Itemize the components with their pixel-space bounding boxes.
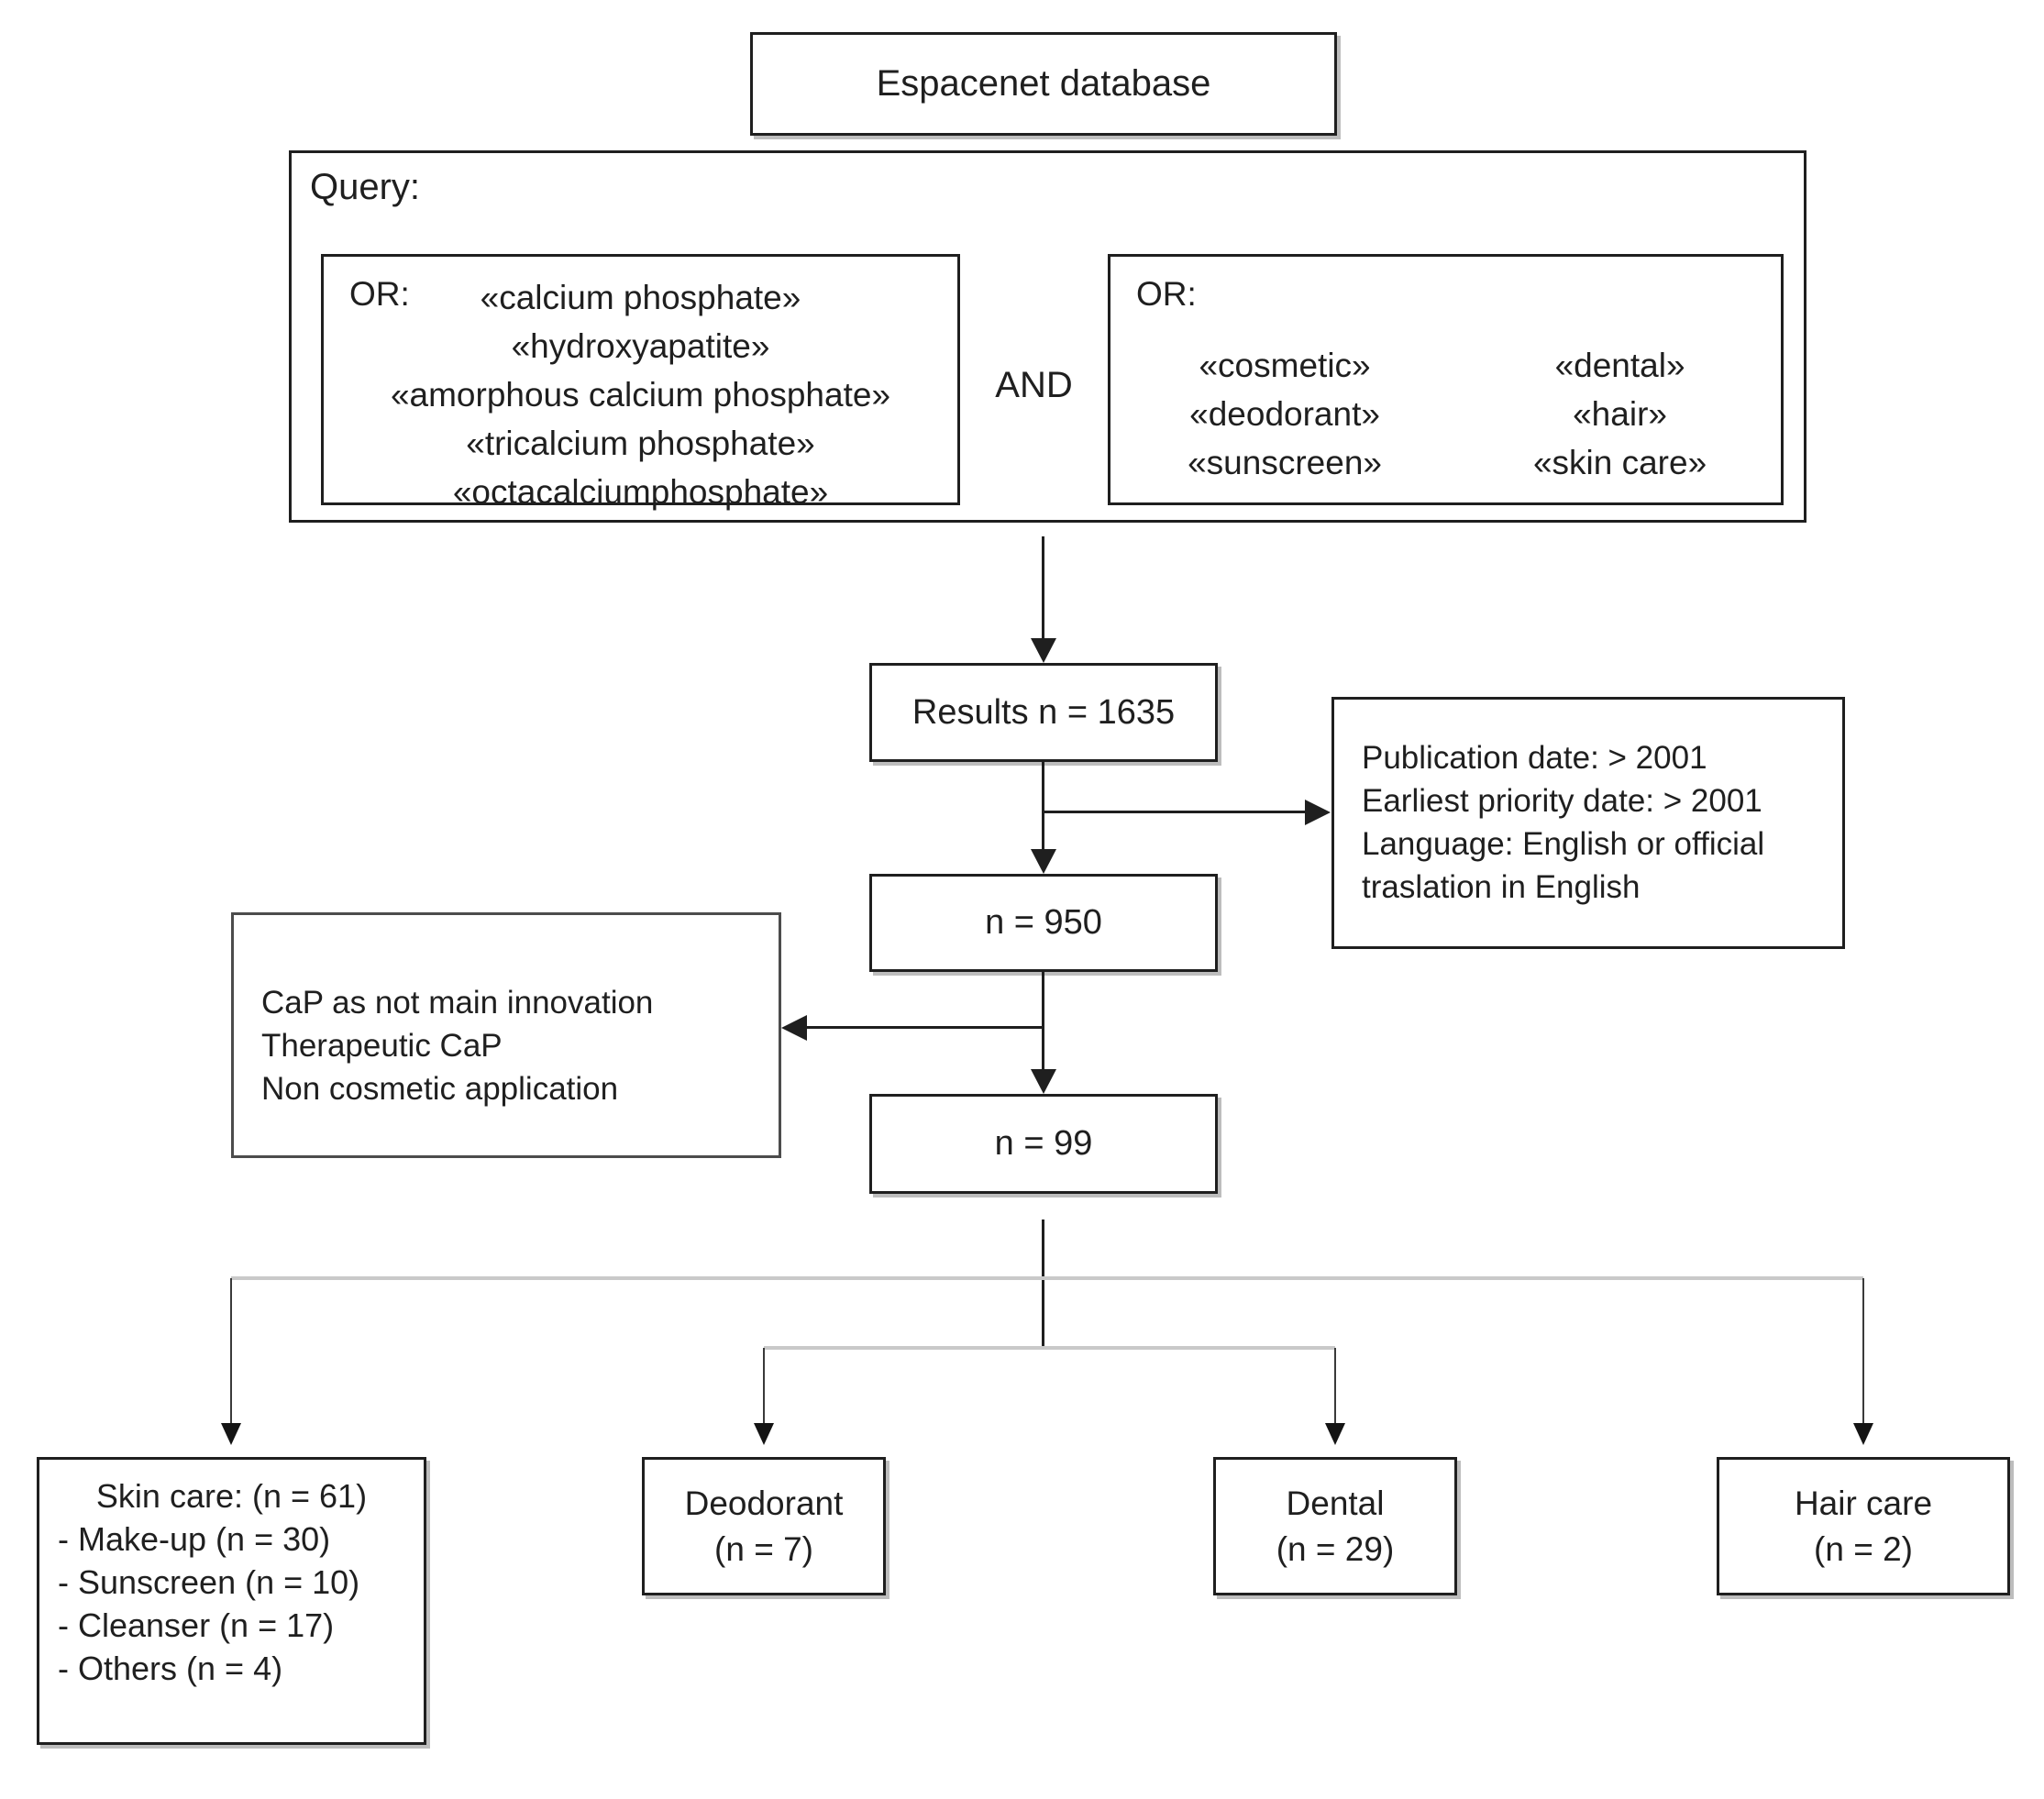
- inclusion-criteria-box: Publication date: > 2001 Earliest priori…: [1331, 697, 1845, 949]
- application-term: «dental»: [1554, 347, 1685, 384]
- dental-label: Dental: [1286, 1484, 1385, 1522]
- arrowhead-skin-care: [221, 1423, 241, 1445]
- skin-care-title: Skin care: (n = 61): [95, 1477, 368, 1515]
- criteria-line: Earliest priority date: > 2001: [1362, 783, 1762, 819]
- dropline-dental: [1334, 1348, 1336, 1425]
- query-material-or-box: OR: «calcium phosphate» «hydroxyapatite»…: [321, 254, 960, 511]
- skin-care-item: - Make-up (n = 30): [58, 1520, 331, 1558]
- or-operator-right: OR:: [1136, 275, 1197, 313]
- skin-care-item: - Cleanser (n = 17): [58, 1606, 335, 1644]
- application-term: «sunscreen»: [1188, 444, 1382, 481]
- application-term: «deodorant»: [1189, 395, 1380, 433]
- database-box: Espacenet database: [750, 32, 1337, 136]
- exclusion-line: CaP as not main innovation: [261, 985, 654, 1021]
- material-term: «tricalcium phosphate»: [466, 425, 815, 462]
- n99-box: n = 99: [869, 1094, 1218, 1194]
- n99-label: n = 99: [994, 1124, 1093, 1163]
- deodorant-count: (n = 7): [714, 1529, 813, 1568]
- and-operator: AND: [995, 365, 1073, 405]
- exclusion-criteria-box: CaP as not main innovation Therapeutic C…: [231, 912, 781, 1158]
- application-term: «hair»: [1573, 395, 1667, 433]
- exclusion-line: Therapeutic CaP: [261, 1028, 503, 1064]
- connector-query-results: [1042, 536, 1044, 639]
- material-terms-list: «calcium phosphate» «hydroxyapatite» «am…: [324, 273, 957, 516]
- connector-n950-n99: [1042, 972, 1044, 1069]
- arrowhead-results-n950: [1031, 849, 1056, 874]
- dental-count: (n = 29): [1276, 1529, 1395, 1568]
- material-term: «amorphous calcium phosphate»: [390, 376, 891, 414]
- criteria-line: traslation in English: [1362, 869, 1641, 905]
- deodorant-label: Deodorant: [684, 1484, 844, 1522]
- dental-box: Dental (n = 29): [1213, 1457, 1457, 1595]
- results-label: Results n = 1635: [912, 692, 1176, 732]
- skin-care-item: - Others (n = 4): [58, 1650, 283, 1687]
- application-term: «skin care»: [1532, 444, 1707, 481]
- category-connector-inner: [764, 1346, 1335, 1350]
- arrowhead-criteria: [1305, 800, 1331, 825]
- dropline-skin-care: [230, 1278, 232, 1425]
- deodorant-box: Deodorant (n = 7): [642, 1457, 886, 1595]
- material-term: «octacalciumphosphate»: [452, 473, 829, 511]
- arrowhead-n950-n99: [1031, 1069, 1056, 1094]
- arrowhead-dental: [1325, 1423, 1345, 1445]
- arrowhead-exclusion: [781, 1015, 807, 1041]
- connector-results-n950: [1042, 762, 1044, 849]
- arrowhead-query-results: [1031, 638, 1056, 663]
- skin-care-box: Skin care: (n = 61) - Make-up (n = 30) -…: [37, 1457, 426, 1745]
- category-connector-outer: [231, 1276, 1863, 1280]
- hair-care-count: (n = 2): [1814, 1529, 1913, 1568]
- exclusion-line: Non cosmetic application: [261, 1071, 619, 1107]
- skin-care-items: - Make-up (n = 30) - Sunscreen (n = 10) …: [39, 1518, 424, 1690]
- arrowhead-deodorant: [754, 1423, 774, 1445]
- skin-care-item: - Sunscreen (n = 10): [58, 1563, 360, 1601]
- database-label: Espacenet database: [876, 63, 1211, 104]
- material-term: «hydroxyapatite»: [511, 327, 770, 365]
- n950-label: n = 950: [985, 903, 1102, 942]
- dropline-deodorant: [763, 1348, 765, 1425]
- query-title: Query:: [310, 167, 421, 207]
- criteria-line: Language: English or official: [1362, 826, 1765, 862]
- branch-line-exclusion: [805, 1026, 1044, 1029]
- application-terms-grid: «cosmetic» «dental» «deodorant» «hair» «…: [1110, 341, 1781, 487]
- application-term: «cosmetic»: [1199, 347, 1371, 384]
- criteria-line: Publication date: > 2001: [1362, 740, 1707, 776]
- connector-n99-categories: [1042, 1220, 1044, 1350]
- material-term: «calcium phosphate»: [480, 279, 801, 316]
- or-operator-left: OR:: [349, 275, 410, 313]
- results-box: Results n = 1635: [869, 663, 1218, 762]
- query-application-or-box: OR: «cosmetic» «dental» «deodorant» «hai…: [1108, 254, 1784, 505]
- n950-box: n = 950: [869, 874, 1218, 972]
- hair-care-box: Hair care (n = 2): [1717, 1457, 2010, 1595]
- branch-line-criteria: [1043, 811, 1305, 813]
- arrowhead-hair-care: [1853, 1423, 1873, 1445]
- hair-care-label: Hair care: [1794, 1484, 1933, 1522]
- dropline-hair-care: [1862, 1278, 1864, 1425]
